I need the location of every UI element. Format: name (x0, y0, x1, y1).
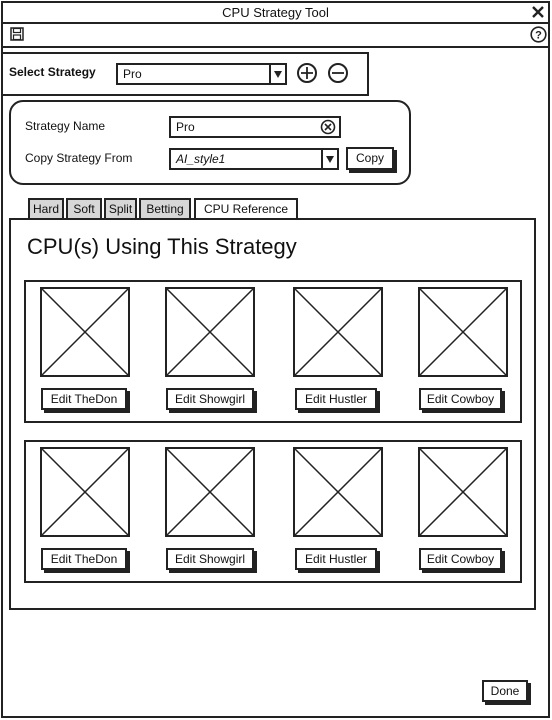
close-icon[interactable] (531, 6, 545, 20)
image-placeholder (40, 447, 130, 537)
strategy-name-label: Strategy Name (25, 119, 106, 133)
edit-hustler-button[interactable]: Edit Hustler (295, 548, 377, 570)
copy-button[interactable]: Copy (346, 147, 394, 170)
tab-soft[interactable]: Soft (66, 198, 102, 218)
edit-showgirl-button[interactable]: Edit Showgirl (166, 548, 254, 570)
strategy-name-input[interactable]: Pro (169, 116, 341, 138)
copy-from-value: AI_style1 (176, 152, 226, 166)
minus-icon (332, 72, 344, 74)
title-bar: CPU Strategy Tool (3, 3, 548, 24)
cpu-row: Edit TheDon Edit Showgirl Edit Hustler E… (24, 440, 522, 583)
tab-betting[interactable]: Betting (139, 198, 191, 218)
strategy-select[interactable]: Pro (116, 63, 287, 85)
image-placeholder (418, 447, 508, 537)
save-icon[interactable] (10, 27, 24, 41)
edit-showgirl-button[interactable]: Edit Showgirl (166, 388, 254, 410)
cpu-reference-panel: CPU(s) Using This Strategy Edit TheDon E… (9, 218, 536, 610)
done-button[interactable]: Done (482, 680, 528, 702)
select-strategy-label: Select Strategy (9, 65, 96, 79)
edit-cowboy-button[interactable]: Edit Cowboy (419, 548, 502, 570)
edit-hustler-button[interactable]: Edit Hustler (295, 388, 377, 410)
tab-cpu-reference[interactable]: CPU Reference (194, 198, 298, 220)
chevron-down-icon[interactable] (321, 150, 337, 168)
strategy-name-value: Pro (176, 120, 195, 134)
image-placeholder (165, 287, 255, 377)
image-placeholder (40, 287, 130, 377)
cpu-row: Edit TheDon Edit Showgirl Edit Hustler E… (24, 280, 522, 423)
select-strategy-box: Select Strategy Pro (3, 52, 369, 96)
svg-text:?: ? (535, 30, 542, 42)
remove-strategy-button[interactable] (328, 63, 348, 83)
plus-icon (301, 67, 313, 79)
clear-icon[interactable] (320, 119, 336, 135)
window-title: CPU Strategy Tool (222, 5, 329, 20)
image-placeholder (293, 287, 383, 377)
toolbar: ? (3, 24, 548, 48)
edit-thedon-button[interactable]: Edit TheDon (41, 548, 127, 570)
help-icon[interactable]: ? (530, 26, 547, 43)
strategy-select-value: Pro (123, 67, 142, 81)
chevron-down-icon[interactable] (269, 65, 285, 83)
image-placeholder (293, 447, 383, 537)
copy-from-select[interactable]: AI_style1 (169, 148, 339, 170)
add-strategy-button[interactable] (297, 63, 317, 83)
tab-split[interactable]: Split (104, 198, 137, 218)
copy-from-label: Copy Strategy From (25, 151, 133, 165)
image-placeholder (165, 447, 255, 537)
tab-hard[interactable]: Hard (28, 198, 64, 218)
strategy-details-panel: Strategy Name Pro Copy Strategy From AI_… (9, 100, 411, 185)
image-placeholder (418, 287, 508, 377)
edit-cowboy-button[interactable]: Edit Cowboy (419, 388, 502, 410)
edit-thedon-button[interactable]: Edit TheDon (41, 388, 127, 410)
panel-heading: CPU(s) Using This Strategy (27, 234, 297, 259)
